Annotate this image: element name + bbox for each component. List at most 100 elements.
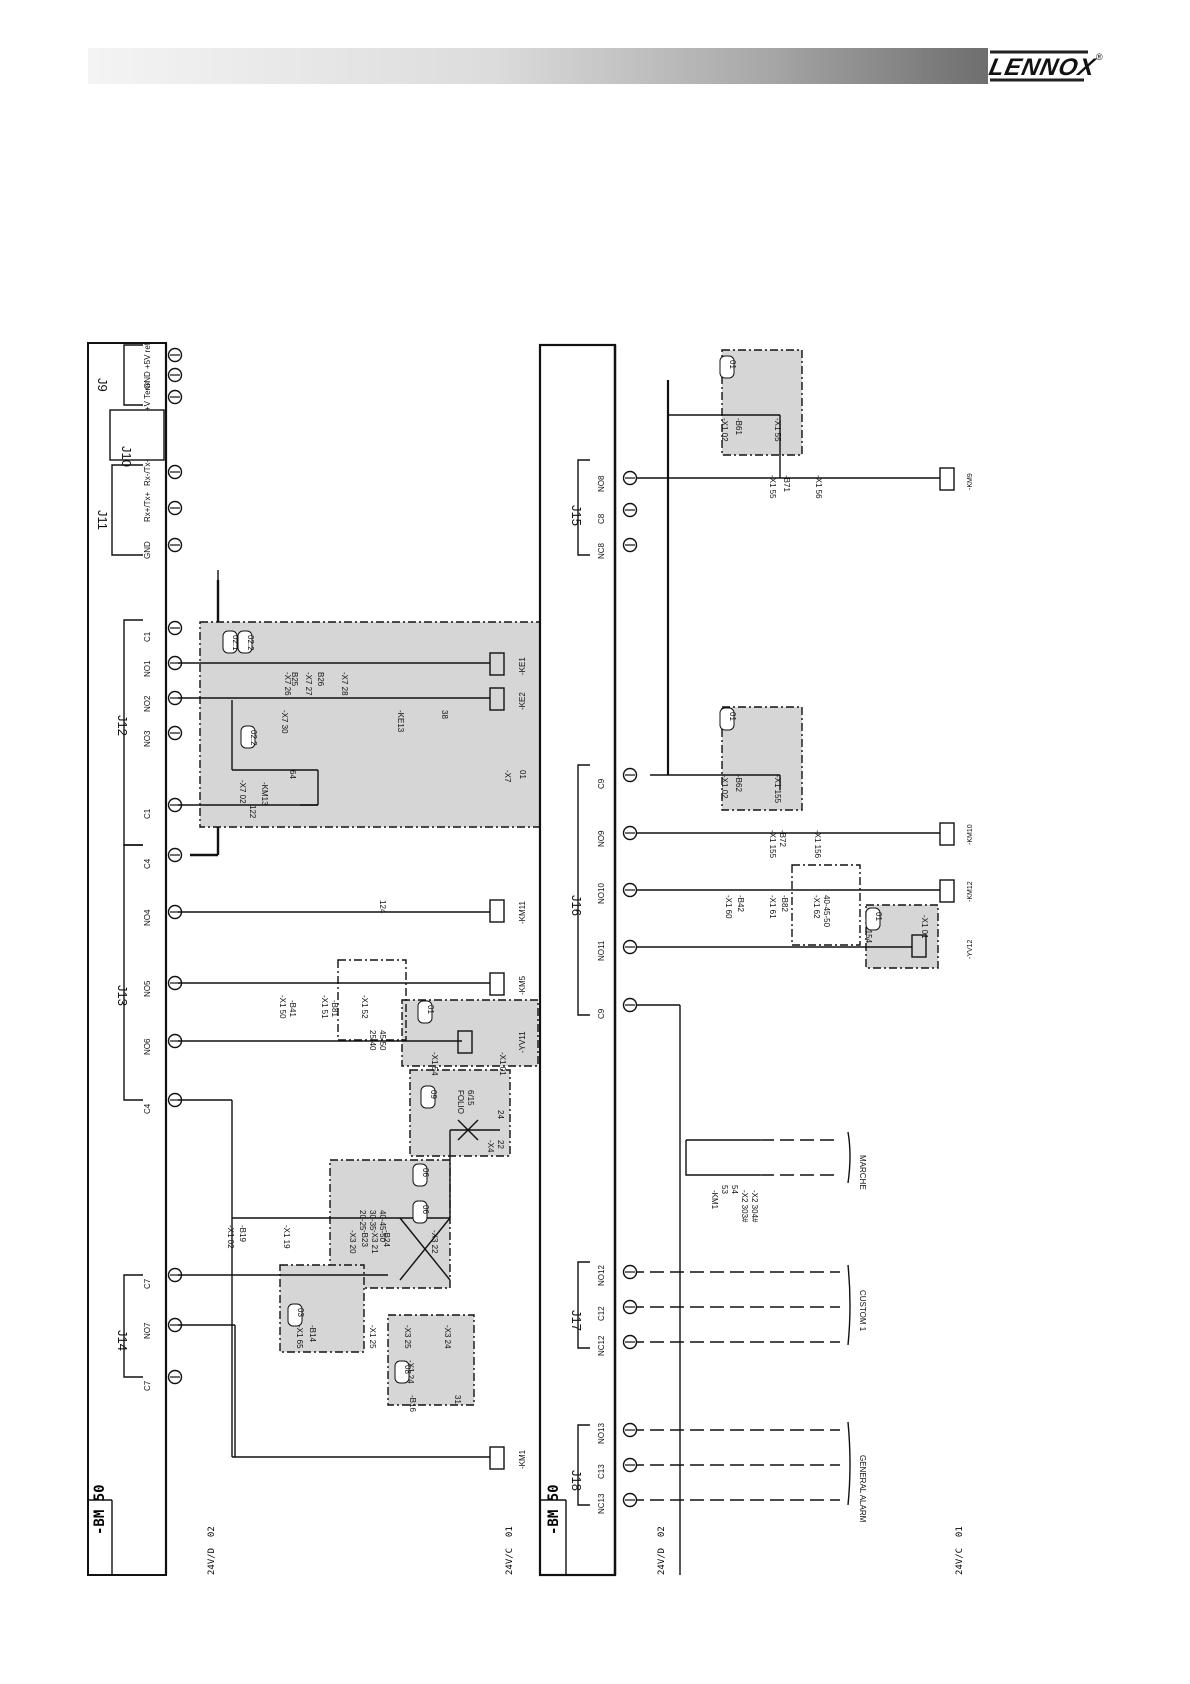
component-label: -X1 62 — [812, 895, 821, 919]
component-label: -X7 28 — [340, 672, 349, 696]
component-label: -X1 55 — [773, 418, 782, 442]
supply-c-no: 01 — [955, 1526, 965, 1538]
folio-tag — [719, 707, 735, 731]
component-label: CUSTOM 1 — [858, 1290, 867, 1332]
component-label: 40-45-50 — [822, 895, 831, 928]
connector-name-j12: J12 — [115, 715, 130, 736]
load-label: -YV11 — [518, 1031, 527, 1053]
component-label: -X2 304# — [750, 1190, 759, 1223]
lennox-logo: LENNOX ® — [988, 50, 1103, 82]
load-label: -YV12 — [967, 939, 974, 959]
component-label: -X3 20 — [348, 1230, 357, 1254]
supply-d-no: 02 — [207, 1526, 217, 1538]
folio-tag — [412, 1200, 428, 1224]
component-label: -X3 25 — [403, 1325, 412, 1349]
component-label: -X1 02 — [226, 1225, 235, 1249]
connector-name-j18: J18 — [569, 1470, 584, 1491]
folio-tag-label: 01 — [426, 1005, 435, 1014]
component-label: -B82 — [780, 895, 789, 912]
component-label: 45-50 — [378, 1030, 387, 1051]
brand-text: LENNOX — [988, 54, 1099, 81]
pin-label--v-term: +V Term — [143, 381, 152, 411]
load-label: -KM11 — [518, 900, 527, 924]
pin-label-no12: NO12 — [597, 1265, 606, 1286]
pin-label-no9: NO9 — [597, 830, 606, 847]
pin-label-gnd: GND — [143, 541, 152, 559]
connector-name-j17: J17 — [569, 1310, 584, 1331]
connector-name-j16: J16 — [569, 895, 584, 916]
pin-label-nc8: NC8 — [597, 542, 606, 559]
component-label: -X1 01 — [920, 915, 929, 939]
connector-name-j10: J10 — [119, 446, 134, 467]
panel-1-supply-d: 24V/D 02 — [207, 1526, 217, 1575]
component-label: -B14 — [308, 1325, 317, 1342]
pin-label-no10: NO10 — [597, 883, 606, 904]
component-label: -B19 — [238, 1225, 247, 1242]
component-label: -X4 — [486, 1140, 495, 1153]
component-label: -B16 — [408, 1395, 417, 1412]
load-label: -KE1 — [518, 657, 527, 675]
component-label: -X3 24 — [443, 1325, 452, 1349]
pin-label-no11: NO11 — [597, 940, 606, 961]
component-label: 01 — [518, 770, 527, 779]
folio-tag-label: 06 — [421, 1168, 430, 1177]
component-label: -X1 19 — [282, 1225, 291, 1249]
component-label: 30-35 — [368, 1210, 377, 1231]
folio-tag — [240, 725, 256, 749]
panel-2-supply-d: 24V/D 02 — [657, 1526, 667, 1575]
load-label: -KM10 — [967, 824, 974, 845]
component-label: 122 — [248, 805, 257, 819]
supply-d-text: 24V/D — [657, 1547, 667, 1575]
component-label: 38 — [440, 710, 449, 719]
component-label: -B81 — [330, 1000, 339, 1017]
pin-label-c12: C12 — [597, 1306, 606, 1321]
folio-tag — [417, 1000, 433, 1024]
component-label: -B24 — [382, 1230, 391, 1247]
component-label: -KM13 — [260, 782, 269, 806]
folio-tag-label: 02.2 — [246, 635, 255, 651]
component-label: 20-25 — [358, 1210, 367, 1231]
panel-2-board-label: -BM 50 — [546, 1484, 562, 1535]
supply-d-no: 02 — [657, 1526, 667, 1538]
panel-2-supply-c: 24V/C 01 — [955, 1526, 965, 1575]
component-label: -KE13 — [396, 710, 405, 733]
component-label: -X7 — [503, 770, 512, 783]
component-label: 25-40 — [368, 1030, 377, 1051]
component-label: -B42 — [736, 895, 745, 912]
folio-tag — [287, 1303, 303, 1327]
connector-name-j9: J9 — [95, 378, 110, 392]
component-label: -X3 22 — [430, 1230, 439, 1254]
panel-1-board-label: -BM 50 — [92, 1484, 108, 1535]
component-label: -X7 26 — [283, 672, 292, 696]
component-label: -X3 21 — [370, 1230, 379, 1254]
component-label: 53 — [720, 1185, 729, 1194]
pin-label-rx-tx-: Rx+/Tx+ — [143, 491, 152, 522]
pin-label-c7: C7 — [143, 1278, 152, 1289]
component-label: -KM1 — [710, 1190, 719, 1210]
pin-label-no8: NO8 — [597, 475, 606, 492]
pin-label-no7: NO7 — [143, 1322, 152, 1339]
component-label: -X1 55 — [768, 475, 777, 499]
component-label: -B72 — [778, 830, 787, 847]
component-label: -B71 — [782, 475, 791, 492]
folio-tag — [865, 907, 881, 931]
component-label: -X2 303# — [740, 1190, 749, 1223]
folio-tag-label: 06 — [421, 1205, 430, 1214]
component-label: -X1 51 — [320, 995, 329, 1019]
pin-label--5v-ref: +5V ref — [143, 342, 152, 369]
folio-tag — [394, 1360, 410, 1384]
component-label: -X1 01 — [498, 1052, 507, 1076]
component-label: -X1 60 — [724, 895, 733, 919]
supply-d-text: 24V/D — [207, 1547, 217, 1575]
pin-label-c4: C4 — [143, 858, 152, 869]
component-label: -B61 — [734, 418, 743, 435]
pin-label-no6: NO6 — [143, 1038, 152, 1055]
folio-tag-label: 01 — [874, 912, 883, 921]
pin-label-c9: C9 — [597, 1008, 606, 1019]
supply-c-no: 01 — [505, 1526, 515, 1538]
pin-label-nc13: NC13 — [597, 1493, 606, 1514]
connector-name-j13: J13 — [115, 985, 130, 1006]
